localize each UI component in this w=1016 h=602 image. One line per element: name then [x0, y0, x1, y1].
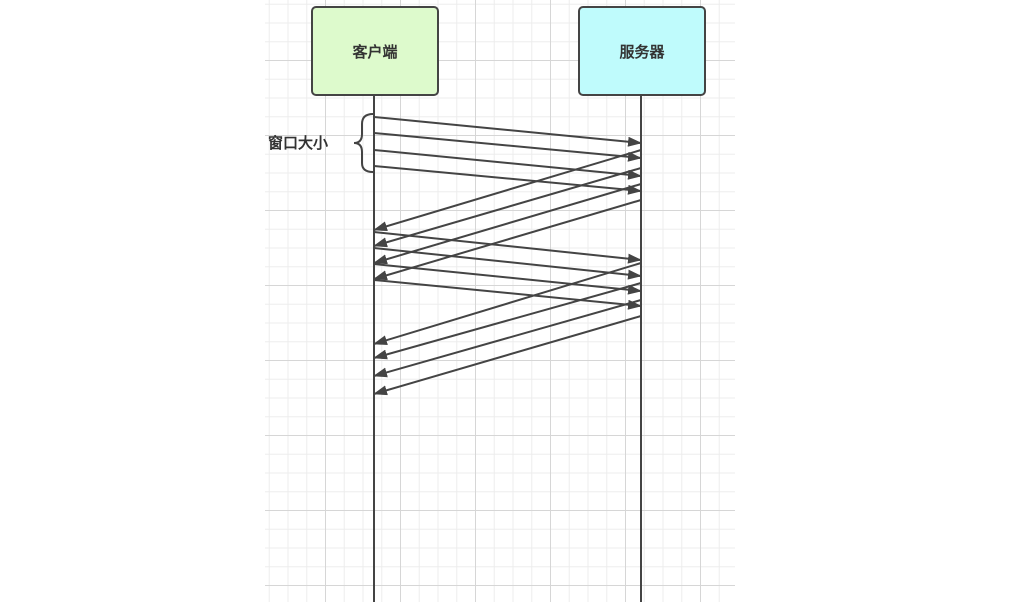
data-segment-arrow-4: [373, 165, 642, 195]
ack-arrow-13: [373, 262, 642, 346]
ack-arrow-5: [373, 149, 642, 232]
window-brace: [353, 113, 374, 173]
data-segment-arrow-12: [373, 279, 642, 310]
message-arrows: [373, 116, 642, 396]
ack-arrow-14: [373, 282, 642, 360]
data-segment-arrow-3: [373, 149, 642, 180]
ack-arrow-15: [373, 299, 642, 378]
client-box[interactable]: 客户端: [311, 6, 439, 96]
data-segment-arrow-2: [373, 132, 642, 162]
ack-arrow-16: [373, 315, 642, 396]
ack-arrow-7: [373, 183, 642, 265]
data-segment-arrow-1: [373, 116, 642, 147]
grid-background: [265, 0, 735, 602]
data-segment-arrow-11: [373, 263, 642, 295]
server-box[interactable]: 服务器: [578, 6, 706, 96]
window-size-label: 窗口大小: [268, 134, 329, 152]
data-segment-arrow-9: [373, 231, 642, 264]
server-label: 服务器: [619, 42, 665, 61]
ack-arrow-6: [373, 167, 642, 248]
data-segment-arrow-10: [373, 247, 642, 280]
client-label: 客户端: [352, 42, 398, 61]
ack-arrow-8: [373, 199, 642, 281]
